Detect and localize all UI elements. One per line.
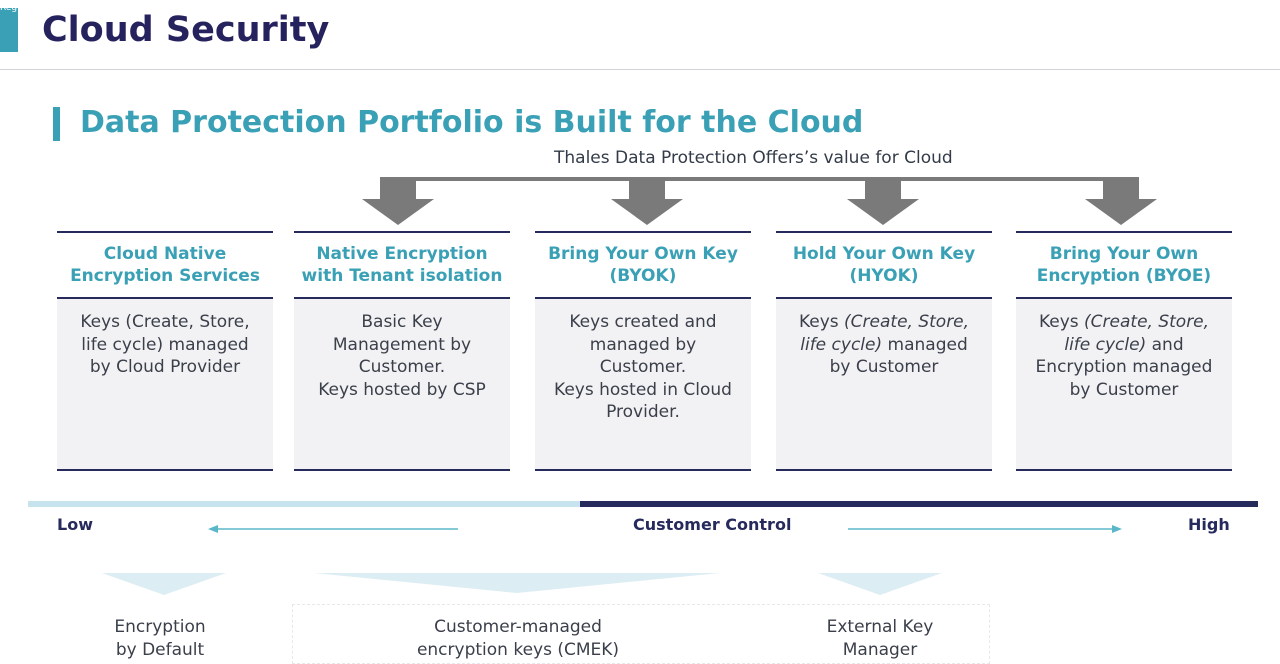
column-top-rule	[294, 231, 510, 233]
column-mid-rule	[776, 297, 992, 299]
column-body-line: Keys created and	[569, 312, 717, 332]
slide-subtitle: Data Protection Portfolio is Built for t…	[80, 105, 864, 140]
bottom-label-encryption-default: Encryption by Default	[80, 616, 240, 661]
right-arrow-icon	[848, 520, 1122, 539]
down-arrow-icon	[847, 177, 919, 225]
control-low-label: Low	[57, 515, 93, 534]
column-mid-rule	[535, 297, 751, 299]
column-body: Basic Key Management by Customer. Keys h…	[294, 299, 510, 469]
column-body-line: Keys hosted in Cloud	[554, 379, 732, 400]
column-top-rule	[535, 231, 751, 233]
column-title-line: Cloud Native	[103, 244, 227, 264]
column-body-line: Basic Key	[361, 312, 443, 332]
column-body-line: life cycle) and	[1064, 334, 1184, 355]
column-bottom-rule	[535, 469, 751, 471]
bottom-label-ekm: External Key Manager	[800, 616, 960, 661]
column-body-line: managed by	[589, 334, 697, 355]
down-arrow-icon	[362, 177, 434, 225]
column-body-line: Keys (Create, Store,	[798, 312, 970, 332]
column-byok: Bring Your Own Key(BYOK) Keys created an…	[535, 231, 751, 471]
left-arrow-icon	[208, 520, 460, 539]
column-top-rule	[1016, 231, 1232, 233]
column-title-line: Encryption Services	[70, 266, 260, 286]
bottom-label-line: Encryption	[114, 617, 206, 637]
column-body-line: Customer.	[358, 357, 446, 377]
header-accent-bar	[0, 8, 18, 52]
column-title-line: Hold Your Own Key	[792, 244, 976, 264]
bottom-label-line: by Default	[115, 639, 205, 660]
column-top-rule	[57, 231, 273, 233]
column-body-line: by Customer	[1069, 379, 1179, 400]
column-body: Keys created and managed by Customer. Ke…	[535, 299, 751, 469]
column-mid-rule	[294, 297, 510, 299]
column-body-line: Provider.	[606, 402, 680, 422]
column-title-line: Native Encryption	[316, 244, 488, 264]
column-body: Keys (Create, Store, life cycle) and Enc…	[1016, 299, 1232, 469]
offers-caption: Thales Data Protection Offers’s value fo…	[554, 148, 953, 168]
column-title: Bring Your Own Key(BYOK)	[535, 233, 751, 297]
bottom-label-line: Customer-managed	[434, 617, 602, 637]
column-hyok: Hold Your Own Key(HYOK) Keys (Create, St…	[776, 231, 992, 471]
control-high-label: High	[1188, 515, 1230, 534]
column-body: Keys (Create, Store, life cycle) managed…	[776, 299, 992, 469]
chevron-down-icon	[314, 573, 720, 597]
column-body-line: Customer.	[599, 357, 687, 377]
header-divider	[0, 69, 1280, 70]
column-body-line: Keys (Create, Store,	[1038, 312, 1210, 332]
column-body: Keys (Create, Store, life cycle) managed…	[57, 299, 273, 469]
column-title-line: (BYOK)	[609, 266, 677, 286]
bottom-label-cmek: Customer-managed encryption keys (CMEK)	[388, 616, 648, 661]
column-body-line: Keys (Create, Store,	[80, 312, 250, 332]
page-title: Cloud Security	[42, 10, 330, 50]
down-arrow-icon	[1085, 177, 1157, 225]
column-top-rule	[776, 231, 992, 233]
bottom-label-line: encryption keys (CMEK)	[416, 639, 620, 660]
chevron-down-icon	[102, 573, 226, 599]
column-body-line: Management by	[332, 334, 472, 355]
control-center-label: Customer Control	[633, 515, 792, 534]
column-title-line: Bring Your Own Key	[548, 244, 738, 264]
column-body-line: by Cloud Provider	[89, 357, 241, 377]
column-body-line: by Customer	[829, 357, 939, 377]
column-body-line: Encryption managed	[1035, 357, 1213, 377]
column-title-line: Encryption (BYOE)	[1036, 266, 1212, 286]
bottom-label-line: Manager	[842, 639, 918, 660]
column-mid-rule	[1016, 297, 1232, 299]
column-body-line: life cycle) managed	[800, 334, 968, 355]
bracket-line	[396, 177, 1126, 181]
column-title-line: with Tenant isolation	[301, 266, 503, 286]
bottom-label-line: External Key	[826, 617, 934, 637]
column-title: Hold Your Own Key(HYOK)	[776, 233, 992, 297]
chevron-down-icon	[818, 573, 942, 599]
control-bar-high	[580, 501, 1258, 507]
column-body-line: life cycle) managed	[81, 334, 249, 355]
column-body-line: Keys hosted by CSP	[318, 379, 486, 400]
control-bar-low	[28, 501, 580, 507]
column-bottom-rule	[776, 469, 992, 471]
column-bottom-rule	[294, 469, 510, 471]
corner-text: Reg	[0, 3, 18, 13]
column-mid-rule	[57, 297, 273, 299]
column-title-line: Bring Your Own	[1049, 244, 1199, 264]
down-arrow-icon	[611, 177, 683, 225]
column-bottom-rule	[57, 469, 273, 471]
column-bottom-rule	[1016, 469, 1232, 471]
subtitle-accent-bar	[53, 107, 60, 141]
column-title-line: (HYOK)	[849, 266, 919, 286]
